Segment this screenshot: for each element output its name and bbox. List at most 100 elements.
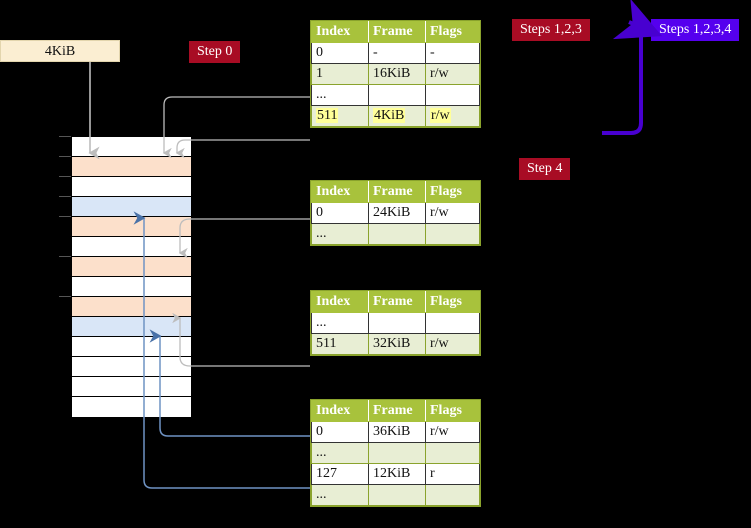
table-cell: r/w — [425, 105, 480, 127]
table-cell: 0 — [311, 421, 369, 443]
table-cell — [368, 312, 426, 334]
physical-memory-column — [71, 136, 191, 417]
memory-tick — [59, 156, 71, 157]
column-header-frame: Frame — [368, 291, 426, 313]
memory-frame-row — [72, 137, 191, 157]
table-cell — [425, 84, 480, 106]
memory-tick — [59, 256, 71, 257]
table-cell: - — [425, 42, 480, 64]
column-header-flags: Flags — [425, 291, 480, 313]
memory-frame-row — [72, 317, 191, 337]
table-cell: ... — [311, 442, 369, 464]
table-row[interactable]: ... — [311, 442, 480, 464]
table-row[interactable]: ... — [311, 223, 480, 245]
column-header-flags: Flags — [425, 181, 480, 203]
column-header-frame: Frame — [368, 181, 426, 203]
table-row[interactable]: 0-- — [311, 42, 480, 64]
memory-frame-row — [72, 277, 191, 297]
memory-frame-row — [72, 377, 191, 397]
table-cell: - — [368, 42, 426, 64]
memory-tick — [59, 136, 71, 137]
table-cell — [368, 223, 426, 245]
table-cell: ... — [311, 223, 369, 245]
badge-steps-123: Steps 1,2,3 — [512, 19, 590, 41]
memory-frame-row — [72, 397, 191, 417]
memory-frame-row — [72, 357, 191, 377]
arrow-pml4-row511-to-memory — [175, 139, 310, 159]
table-cell: 0 — [311, 202, 369, 224]
table-cell: 4KiB — [368, 105, 426, 127]
highlighted-value: 4KiB — [373, 108, 406, 123]
memory-tick — [59, 176, 71, 177]
table-cell: 1 — [311, 63, 369, 85]
table-cell: r/w — [425, 421, 480, 443]
table-cell — [368, 84, 426, 106]
arrow-pd-row511-to-memory — [172, 312, 310, 367]
table-cell — [425, 484, 480, 506]
table-cell: r/w — [425, 63, 480, 85]
table-cell: 32KiB — [368, 333, 426, 355]
table-row[interactable]: ... — [311, 484, 480, 506]
table-cell: ... — [311, 312, 369, 334]
table-cell: 0 — [311, 42, 369, 64]
arrow-steps-loop — [602, 0, 663, 135]
table-cell: 16KiB — [368, 63, 426, 85]
badge-step-0: Step 0 — [189, 41, 241, 63]
badge-step-4-label: Step 4 — [527, 161, 563, 176]
table-cell — [425, 442, 480, 464]
column-header-flags: Flags — [425, 21, 480, 43]
column-header-frame: Frame — [368, 400, 426, 422]
badge-step-4: Step 4 — [519, 158, 571, 180]
memory-frame-row — [72, 297, 191, 317]
column-header-index: Index — [311, 400, 369, 422]
table-cell: 12KiB — [368, 463, 426, 485]
memory-tick — [59, 196, 71, 197]
memory-tick — [59, 216, 71, 217]
table-cell: 24KiB — [368, 202, 426, 224]
table-cell: ... — [311, 484, 369, 506]
memory-frame-row — [72, 337, 191, 357]
table-cell: ... — [311, 84, 369, 106]
memory-frame-row — [72, 217, 191, 237]
badge-step-0-label: Step 0 — [197, 44, 233, 59]
badge-steps-1234: Steps 1,2,3,4 — [651, 19, 740, 41]
table-row[interactable]: 511 4KiB r/w — [311, 105, 480, 127]
table-cell: r — [425, 463, 480, 485]
memory-frame-row — [72, 237, 191, 257]
column-header-flags: Flags — [425, 400, 480, 422]
table-cell — [425, 312, 480, 334]
table-cell — [368, 442, 426, 464]
table-row[interactable]: ... — [311, 312, 480, 334]
table-row[interactable]: ... — [311, 84, 480, 106]
highlighted-value: r/w — [430, 108, 451, 123]
badge-steps-1234-label: Steps 1,2,3,4 — [659, 22, 732, 37]
column-header-index: Index — [311, 291, 369, 313]
frame-callout-4kib: 4KiB — [0, 40, 120, 62]
column-header-frame: Frame — [368, 21, 426, 43]
frame-callout-label: 4KiB — [44, 44, 76, 59]
memory-frame-row — [72, 257, 191, 277]
column-header-index: Index — [311, 181, 369, 203]
table-cell: r/w — [425, 202, 480, 224]
memory-frame-row — [72, 197, 191, 217]
table-cell — [425, 223, 480, 245]
column-header-index: Index — [311, 21, 369, 43]
table-cell: r/w — [425, 333, 480, 355]
table-cell: 127 — [311, 463, 369, 485]
memory-tick — [59, 296, 71, 297]
badge-steps-123-label: Steps 1,2,3 — [520, 22, 582, 37]
table-cell: 511 — [311, 105, 369, 127]
